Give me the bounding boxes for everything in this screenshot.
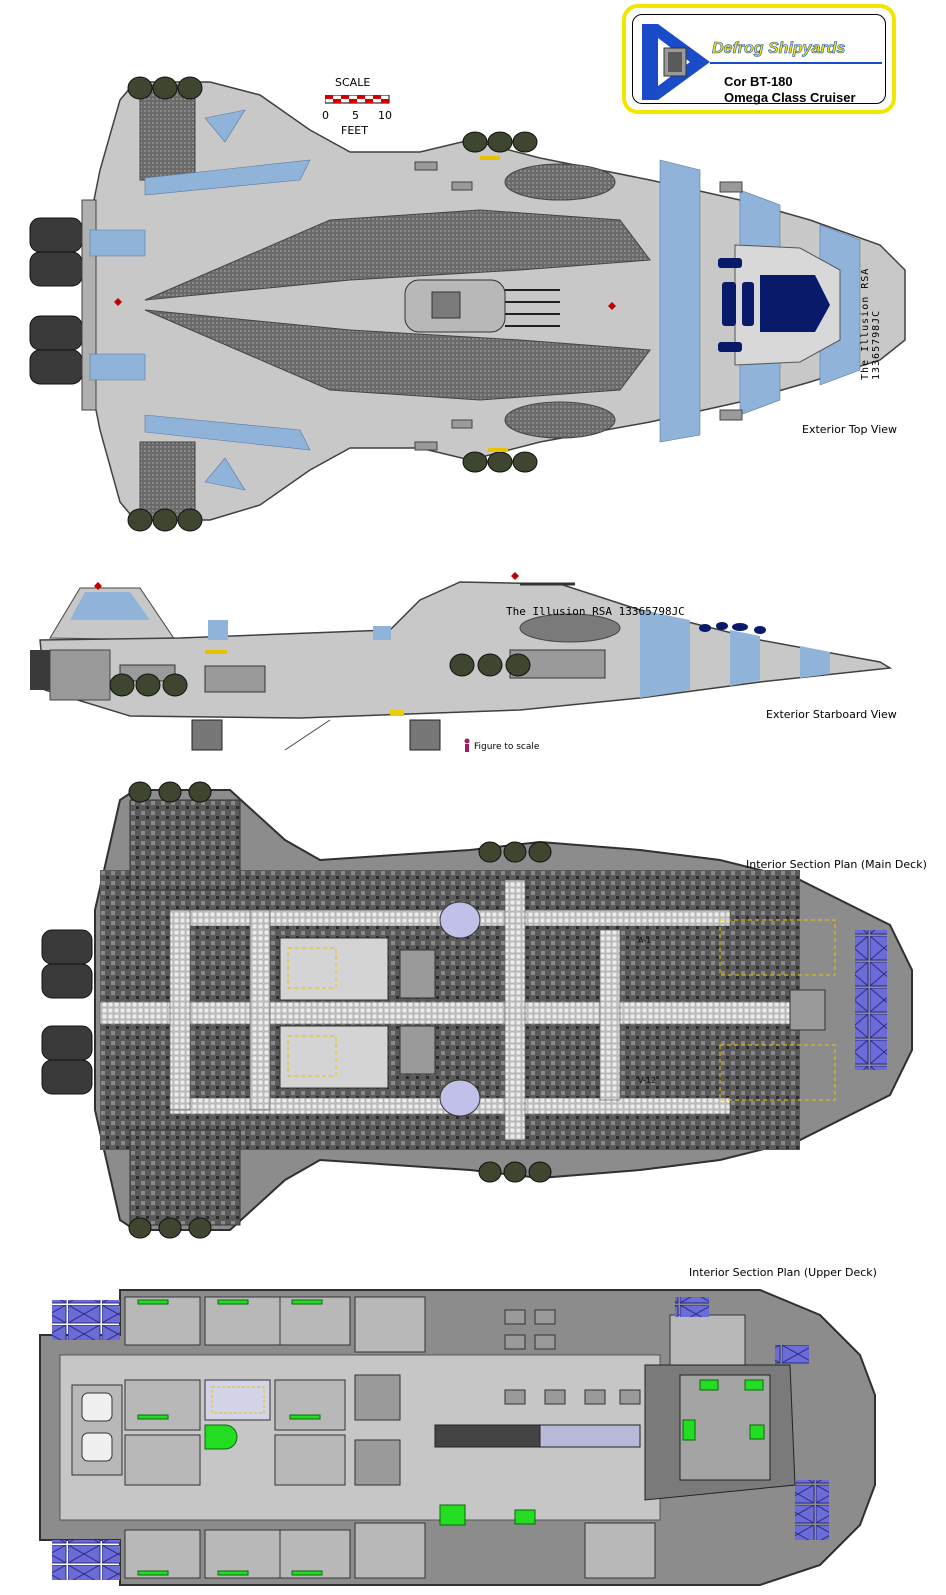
scale-bar: [325, 95, 390, 104]
shipyard-logo: Defrog Shipyards Cor BT-180 Omega Class …: [622, 4, 896, 114]
ship-emblem-icon: [642, 24, 710, 100]
scale-unit: FEET: [341, 124, 368, 137]
view-label-upper-deck: Interior Section Plan (Upper Deck): [689, 1266, 877, 1279]
ship-model: Cor BT-180: [724, 74, 793, 89]
view-label-starboard: Exterior Starboard View: [766, 708, 897, 721]
hull-marking-top: The Illusion RSA 13365798JC: [860, 267, 882, 380]
brand-underline: [710, 62, 882, 64]
view-label-main-deck: Interior Section Plan (Main Deck): [746, 858, 927, 871]
hull-marking-side: The Illusion RSA 13365798JC: [506, 605, 685, 618]
exterior-top-view: [29, 76, 906, 532]
scale-tick-5: 5: [352, 109, 359, 122]
brand-name: Defrog Shipyards: [712, 40, 846, 58]
logo-frame: [632, 14, 886, 104]
scale-title: SCALE: [335, 76, 371, 89]
view-label-top: Exterior Top View: [802, 423, 898, 436]
upper-deck-plan: [39, 1289, 876, 1586]
scale-tick-0: 0: [322, 109, 329, 122]
exterior-starboard-view: [30, 572, 893, 752]
figure-to-scale-label: Figure to scale: [474, 742, 540, 752]
main-deck-plan: [41, 781, 913, 1239]
deck-tag-a1: A-1: [638, 936, 652, 945]
scale-tick-10: 10: [378, 109, 392, 122]
ship-class: Omega Class Cruiser: [724, 90, 856, 105]
deck-tag-v12: V-12: [638, 1076, 657, 1085]
